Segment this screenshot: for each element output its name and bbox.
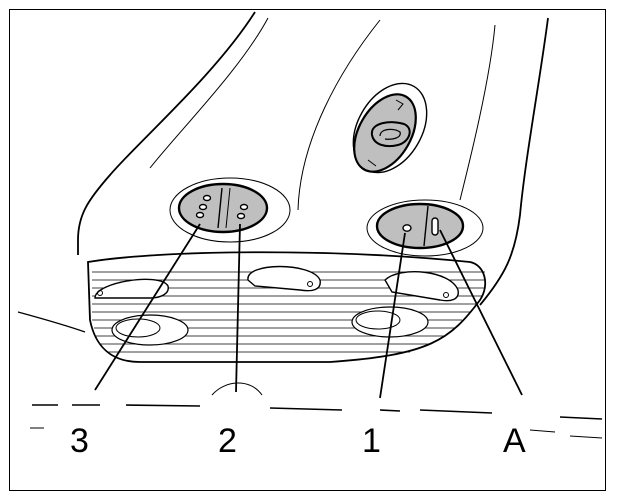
lamp-panel: [87, 251, 487, 363]
leader-line-a: [439, 229, 523, 396]
floor-arc: [211, 382, 263, 396]
reading-light-switch-left: [169, 177, 291, 243]
leader-line-2: [235, 223, 241, 393]
figure-frame: [9, 9, 606, 491]
reading-light-switch-right: [366, 199, 484, 257]
ground-dashes: [30, 404, 603, 439]
left-edge-line: [17, 311, 86, 333]
console-body: [77, 11, 549, 306]
callout-1: 1: [362, 422, 381, 460]
leader-line-3: [94, 223, 201, 391]
leader-lines: [94, 223, 523, 399]
callout-3: 3: [70, 422, 89, 460]
callout-2: 2: [218, 422, 237, 460]
callout-a: A: [503, 422, 526, 460]
leader-line-1: [379, 232, 406, 399]
sunroof-knob: [352, 82, 428, 174]
